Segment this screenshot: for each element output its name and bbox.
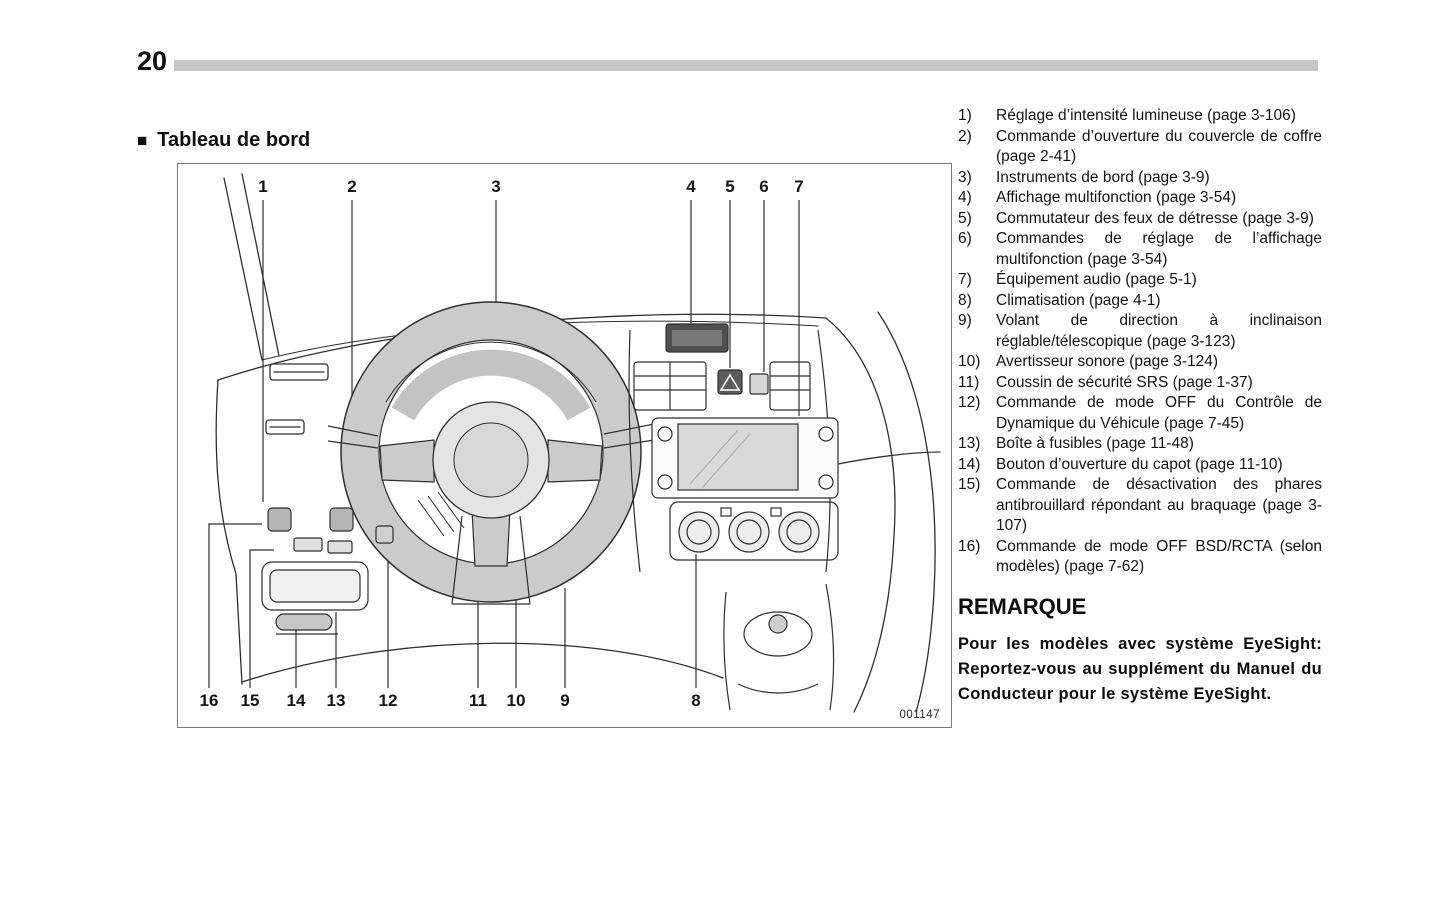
legend-item-number: 5) — [958, 209, 972, 227]
legend-item-number: 14) — [958, 455, 981, 473]
legend-item: 14) Bouton d’ouverture du capot (page 11-… — [958, 455, 1322, 476]
legend-item-number: 1) — [958, 107, 972, 124]
legend-item: 6) Commandes de réglage de l’affichage mu… — [958, 229, 1322, 270]
section-title: ■ Tableau de bord — [137, 129, 310, 152]
legend-item-text: Commutateur des feux de détresse (page 3… — [996, 209, 1314, 227]
legend-item-text: Commande d’ouverture du couvercle de cof… — [996, 127, 1322, 166]
legend-item-number: 13) — [958, 435, 981, 452]
page-number: 20 — [137, 46, 168, 76]
legend-item-number: 7) — [958, 271, 972, 288]
legend-item: 7) Équipement audio (page 5-1) — [958, 270, 1322, 291]
center-stack — [628, 323, 839, 573]
header-rule — [174, 60, 1318, 71]
legend-item: 8) Climatisation (page 4-1) — [958, 291, 1322, 312]
legend-item-number: 4) — [958, 189, 972, 206]
note-title: REMARQUE — [958, 593, 1087, 619]
section-title-text: Tableau de bord — [157, 128, 311, 151]
note-body: Pour les modèles avec système EyeSight: … — [958, 634, 1322, 703]
legend-item-text: Commandes de réglage de l’affichage mult… — [996, 230, 1322, 268]
diagram-callout: 4 — [686, 177, 696, 196]
legend-item-text: Commande de désactivation des phares ant… — [996, 476, 1322, 534]
diagram-callout: 9 — [560, 691, 570, 710]
legend-item: 3) Instruments de bord (page 3-9) — [958, 168, 1322, 189]
dash-outline — [215, 173, 941, 713]
diagram-callout: 12 — [378, 691, 398, 710]
legend-item: 16) Commande de mode OFF BSD/RCTA (selon … — [958, 537, 1322, 578]
left-switch-panel — [261, 507, 394, 635]
legend-item-text: Instruments de bord (page 3-9) — [996, 168, 1210, 186]
legend-item-number: 8) — [958, 291, 972, 309]
diagram-callout: 14 — [286, 691, 306, 710]
legend-item-text: Climatisation (page 4-1) — [996, 291, 1161, 309]
legend-item: 1) Réglage d’intensité lumineuse (page 3-… — [958, 106, 1322, 127]
legend-item: 9) Volant de direction à inclinaison régl… — [958, 311, 1322, 352]
steering-wheel — [327, 301, 655, 605]
figure-id: 001147 — [899, 709, 940, 721]
legend-item-number: 10) — [958, 353, 981, 370]
legend-item-number: 15) — [958, 476, 981, 493]
legend-item-number: 16) — [958, 537, 981, 555]
diagram-callout: 8 — [691, 691, 701, 710]
legend-item-text: Équipement audio (page 5-1) — [996, 271, 1197, 288]
diagram-callout: 15 — [240, 691, 260, 710]
legend-item: 12) Commande de mode OFF du Contrôle de D… — [958, 393, 1322, 434]
legend-item-text: Coussin de sécurité SRS (page 1-37) — [996, 373, 1253, 391]
legend-item-number: 11) — [958, 373, 980, 391]
legend-column: 1) Réglage d’intensité lumineuse (page 3-… — [958, 106, 1322, 707]
diagram-callout: 5 — [725, 177, 735, 196]
diagram-callout: 2 — [347, 177, 357, 196]
legend-item: 15) Commande de désactivation des phares … — [958, 475, 1322, 537]
center-console — [723, 583, 835, 711]
legend-item-number: 6) — [958, 230, 972, 247]
diagram-callout: 16 — [199, 691, 219, 710]
legend-item-text: Affichage multifonction (page 3-54) — [996, 189, 1237, 206]
legend-item: 10) Avertisseur sonore (page 3-124) — [958, 352, 1322, 373]
legend-item-text: Avertisseur sonore (page 3-124) — [996, 353, 1219, 370]
legend-item: 5) Commutateur des feux de détresse (page… — [958, 209, 1322, 230]
legend-item: 11) Coussin de sécurité SRS (page 1-37) — [958, 373, 1322, 394]
legend-item-text: Commande de mode OFF du Contrôle de Dyna… — [996, 394, 1322, 432]
diagram-callout: 11 — [469, 691, 487, 710]
legend-item-number: 9) — [958, 312, 972, 329]
legend-item-text: Réglage d’intensité lumineuse (page 3-10… — [996, 107, 1296, 124]
legend-item-number: 3) — [958, 168, 972, 186]
legend-item-text: Commande de mode OFF BSD/RCTA (selon mod… — [996, 537, 1322, 576]
legend-item-text: Bouton d’ouverture du capot (page 11-10) — [996, 455, 1283, 473]
diagram-callout: 3 — [491, 177, 501, 196]
diagram-callout: 10 — [506, 691, 526, 710]
diagram-callout: 6 — [759, 177, 769, 196]
legend-item: 13) Boîte à fusibles (page 11-48) — [958, 434, 1322, 455]
legend-item-number: 12) — [958, 394, 981, 411]
dashboard-diagram: 1 2 3 4 5 6 7 16 15 14 13 12 11 10 9 8 0… — [177, 163, 952, 728]
legend-item-number: 2) — [958, 127, 972, 145]
diagram-callout: 7 — [794, 177, 804, 196]
legend-item-text: Volant de direction à inclinaison réglab… — [996, 312, 1322, 350]
legend-item: 2) Commande d’ouverture du couvercle de c… — [958, 127, 1322, 168]
legend-item-text: Boîte à fusibles (page 11-48) — [996, 435, 1194, 452]
section-bullet-icon: ■ — [137, 130, 148, 150]
legend-item: 4) Affichage multifonction (page 3-54) — [958, 188, 1322, 209]
dashboard-illustration — [208, 173, 941, 713]
diagram-callout: 1 — [258, 177, 268, 196]
diagram-callout: 13 — [326, 691, 346, 710]
legend-list: 1) Réglage d’intensité lumineuse (page 3-… — [958, 106, 1322, 578]
